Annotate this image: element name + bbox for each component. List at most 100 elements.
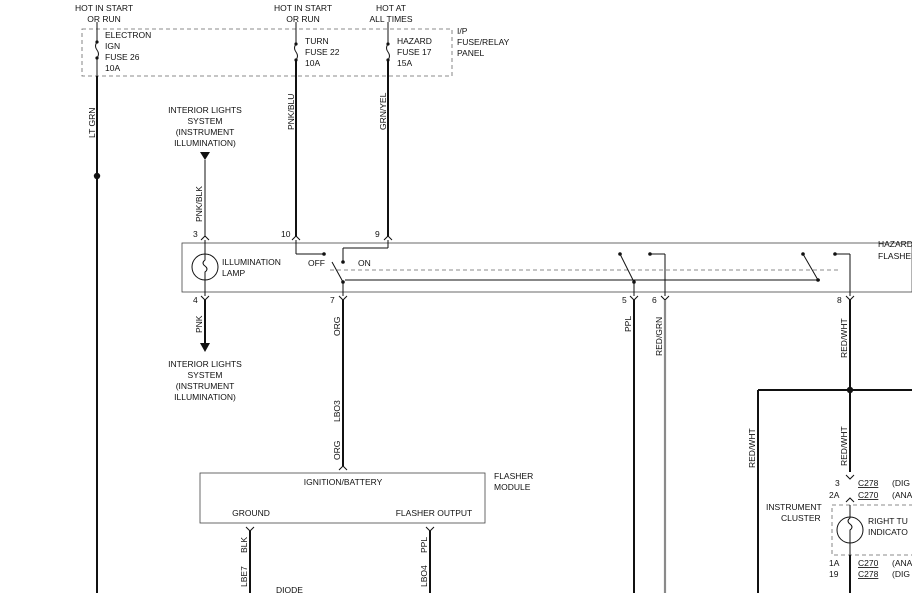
- connector-note-1: (DIG: [892, 478, 910, 488]
- fuse-22-symbol: [294, 22, 298, 62]
- org-bottom-label: ORG: [332, 441, 342, 460]
- pin-3-label: 3: [193, 229, 198, 239]
- instrument-cluster-title-line-1: INSTRUMENT: [766, 502, 822, 512]
- arrow-down-icon: [200, 152, 210, 160]
- pin-6-label: 6: [652, 295, 657, 305]
- pin-4-label: 4: [193, 295, 198, 305]
- lamp-filament: [202, 254, 208, 280]
- connector-row-3: 1A C270 (ANA: [829, 558, 912, 568]
- interior-lights-top-line-1: INTERIOR LIGHTS: [168, 105, 242, 115]
- connector-pin-1a: 1A: [829, 558, 840, 568]
- turn-indicator-line-2: INDICATO: [868, 527, 908, 537]
- connector-pin-2a: 2A: [829, 490, 840, 500]
- interior-lights-top-line-4: ILLUMINATION): [174, 138, 236, 148]
- hot-start-run-label-1-line-1: HOT IN START: [75, 3, 133, 13]
- pin-7-label: 7: [330, 295, 335, 305]
- instrument-cluster-title-line-2: CLUSTER: [781, 513, 821, 523]
- turn-indicator-line-1: RIGHT TU: [868, 516, 908, 526]
- pnk-label: PNK: [194, 315, 204, 333]
- fuse-panel-title-line-1: I/P: [457, 26, 468, 36]
- fuse-17-line-3: 15A: [397, 58, 412, 68]
- instrument-cluster-box: [831, 504, 912, 556]
- illumination-lamp-line-2: LAMP: [222, 268, 245, 278]
- fuse-17-line-1: HAZARD: [397, 36, 432, 46]
- switch-contacts: [295, 240, 851, 296]
- red-wht-label-2: RED/WHT: [747, 428, 757, 468]
- fuse-26-symbol: [95, 22, 99, 76]
- connector-c270-2: C270: [858, 558, 879, 568]
- hazard-flasher-title-line-1: HAZARD: [878, 239, 912, 249]
- connector-row-1: 3 C278 (DIG: [835, 478, 910, 488]
- fuse-panel-title-line-2: FUSE/RELAY: [457, 37, 510, 47]
- hot-all-times-label-line-2: ALL TIMES: [370, 14, 413, 24]
- connector-row-2: 2A C270 (ANA: [829, 490, 912, 500]
- fuse-panel-title-line-3: PANEL: [457, 48, 485, 58]
- fuse-26-line-3: FUSE 26: [105, 52, 140, 62]
- diode-label: DIODE: [276, 585, 303, 593]
- pnk-blk-label: PNK/BLK: [194, 186, 204, 222]
- lbo4-label: LBO4: [419, 565, 429, 587]
- connector-note-2: (ANA: [892, 490, 912, 500]
- interior-lights-top-line-2: SYSTEM: [188, 116, 223, 126]
- connector-row-4: 19 C278 (DIG: [829, 569, 910, 579]
- hot-start-run-label-1-line-2: OR RUN: [87, 14, 121, 24]
- grn-yel-label: GRN/YEL: [378, 92, 388, 130]
- hazard-flasher-title-line-2: FLASHER: [878, 251, 912, 261]
- connector-c270-1: C270: [858, 490, 879, 500]
- ppl-label: PPL: [623, 316, 633, 332]
- flasher-module-box: [199, 472, 486, 524]
- interior-lights-bottom-line-2: SYSTEM: [188, 370, 223, 380]
- hot-all-times-label-line-1: HOT AT: [376, 3, 406, 13]
- connector-note-4: (DIG: [892, 569, 910, 579]
- connector-note-3: (ANA: [892, 558, 912, 568]
- flasher-output-marks: [245, 526, 435, 532]
- fuse-26-line-1: ELECTRON: [105, 30, 151, 40]
- pin-9-label: 9: [375, 229, 380, 239]
- org-top-label: ORG: [332, 317, 342, 336]
- lt-grn-label: LT GRN: [87, 108, 97, 138]
- flasher-module-title-line-1: FLASHER: [494, 471, 533, 481]
- pin-5-label: 5: [622, 295, 627, 305]
- fuse-22-line-1: TURN: [305, 36, 329, 46]
- interior-lights-bottom-line-4: ILLUMINATION): [174, 392, 236, 402]
- red-wht-label-3: RED/WHT: [839, 426, 849, 466]
- connector-pin-19: 19: [829, 569, 839, 579]
- arrow-down-icon-2: [200, 343, 210, 352]
- connector-c278-1: C278: [858, 478, 879, 488]
- hot-start-run-label-2-line-2: OR RUN: [286, 14, 320, 24]
- interior-lights-bottom-line-3: (INSTRUMENT: [176, 381, 235, 391]
- fuse-17-line-2: FUSE 17: [397, 47, 432, 57]
- pnk-blu-label: PNK/BLU: [286, 94, 296, 130]
- blk-label: BLK: [239, 537, 249, 553]
- interior-lights-top-line-3: (INSTRUMENT: [176, 127, 235, 137]
- interior-lights-bottom-line-1: INTERIOR LIGHTS: [168, 359, 242, 369]
- ignition-battery-label: IGNITION/BATTERY: [304, 477, 383, 487]
- lt-grn-splice: [93, 172, 101, 180]
- fuse-22-line-2: FUSE 22: [305, 47, 340, 57]
- top-connector-marks: [200, 235, 393, 241]
- hot-start-run-label-2-line-1: HOT IN START: [274, 3, 332, 13]
- fuse-17-symbol: [386, 22, 390, 62]
- off-label: OFF: [308, 258, 325, 268]
- fuse-panel-box: [81, 28, 453, 77]
- red-grn-label: RED/GRN: [654, 317, 664, 356]
- flasher-output-label: FLASHER OUTPUT: [396, 508, 473, 518]
- turn-indicator-filament: [847, 505, 853, 555]
- connector-c278-2: C278: [858, 569, 879, 579]
- ppl-bottom-label: PPL: [419, 537, 429, 553]
- fuse-26-line-2: IGN: [105, 41, 120, 51]
- cluster-connector-marks: [845, 474, 855, 503]
- red-wht-label-1: RED/WHT: [839, 318, 849, 358]
- bottom-connector-marks: [200, 295, 855, 301]
- hazard-flasher-switch-box: [181, 242, 912, 293]
- lbe7-label: LBE7: [239, 566, 249, 587]
- pin-10-label: 10: [281, 229, 291, 239]
- fuse-26-line-4: 10A: [105, 63, 120, 73]
- ground-label: GROUND: [232, 508, 270, 518]
- lbo3-label: LBO3: [332, 400, 342, 422]
- pin-8-label: 8: [837, 295, 842, 305]
- flasher-module-title-line-2: MODULE: [494, 482, 531, 492]
- connector-pin-3: 3: [835, 478, 840, 488]
- illumination-lamp-line-1: ILLUMINATION: [222, 257, 281, 267]
